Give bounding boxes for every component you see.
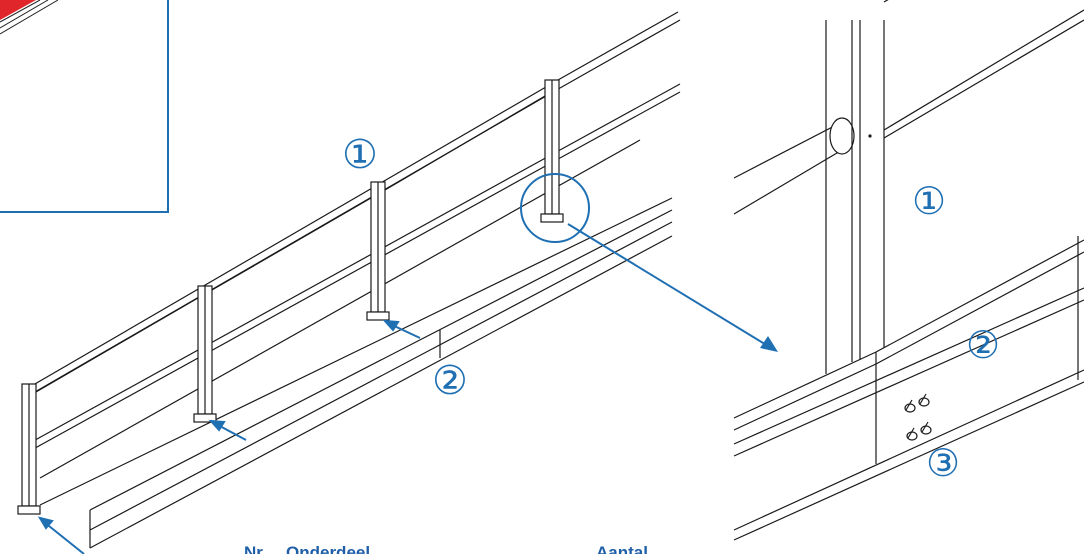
post-2 bbox=[193, 285, 217, 423]
detail-inset-box bbox=[0, 0, 169, 213]
post-3 bbox=[366, 181, 390, 321]
callout-left-2: ② bbox=[432, 358, 468, 404]
callout-right-1: ① bbox=[912, 179, 946, 223]
bolts bbox=[904, 393, 932, 441]
post-4 bbox=[540, 79, 564, 223]
detail-arrow-head bbox=[760, 336, 778, 352]
detail-circle bbox=[520, 173, 778, 352]
detail-view bbox=[733, 0, 1084, 541]
base-arrows bbox=[37, 319, 421, 554]
header-onderdeel: Onderdeel bbox=[286, 543, 370, 554]
header-nr: Nr. bbox=[244, 543, 267, 554]
inset-red-strip bbox=[0, 0, 36, 20]
callout-left-1: ① bbox=[342, 132, 378, 178]
header-aantal: Aantal bbox=[596, 543, 648, 554]
parts-table-header: Nr. Onderdeel Aantal bbox=[244, 543, 648, 554]
callout-right-2: ② bbox=[966, 323, 1000, 367]
railing-overview bbox=[17, 11, 681, 549]
callout-right-3: ③ bbox=[926, 441, 960, 485]
post-1 bbox=[17, 383, 41, 515]
inset-frame bbox=[0, 0, 169, 213]
